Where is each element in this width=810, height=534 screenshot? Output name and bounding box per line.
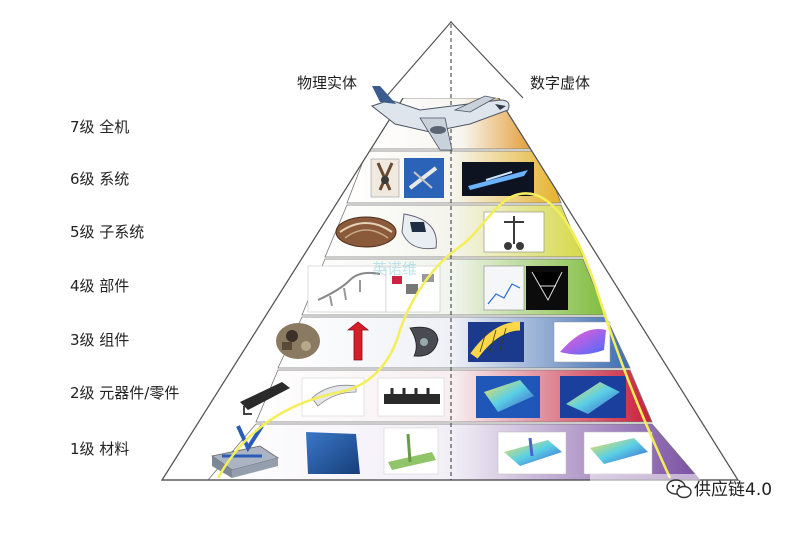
level-label-2: 2级 元器件/零件 — [70, 384, 179, 402]
level-label-5: 5级 子系统 — [70, 223, 144, 241]
level-label-6: 6级 系统 — [70, 170, 129, 188]
watermark-text: 供应链4.0 — [694, 480, 772, 500]
blue-plate — [306, 432, 360, 474]
header-physical: 物理实体 — [297, 74, 357, 92]
fuselage-section — [335, 216, 397, 248]
header-digital: 数字虚体 — [530, 74, 590, 92]
watermark: 供应链4.0 — [590, 474, 772, 500]
yellow-trajectory-curve — [216, 192, 672, 479]
level-6-images — [370, 158, 534, 198]
airplane-image — [370, 86, 510, 151]
level-label-1: 1级 材料 — [70, 440, 129, 458]
level-labels: 7级 全机 6级 系统 5级 子系统 4级 部件 3级 组件 2级 元器件/零件… — [70, 118, 179, 458]
faded-watermark: 英诺维 — [372, 260, 417, 278]
level-label-7: 7级 全机 — [70, 118, 129, 136]
engine-assembly-photo — [276, 323, 320, 359]
digital-chart-window — [483, 265, 525, 311]
level-5-images — [335, 211, 545, 253]
level-label-3: 3级 组件 — [70, 331, 129, 349]
wechat-icon — [666, 479, 692, 499]
level-2-images — [240, 376, 626, 418]
beam-part — [240, 382, 290, 410]
level-label-4: 4级 部件 — [70, 277, 129, 295]
bracket-drawing — [301, 377, 365, 417]
red-part-render — [346, 321, 370, 361]
level-4-images — [307, 265, 568, 313]
level-3-images — [276, 321, 611, 363]
level-1-images — [211, 424, 653, 478]
